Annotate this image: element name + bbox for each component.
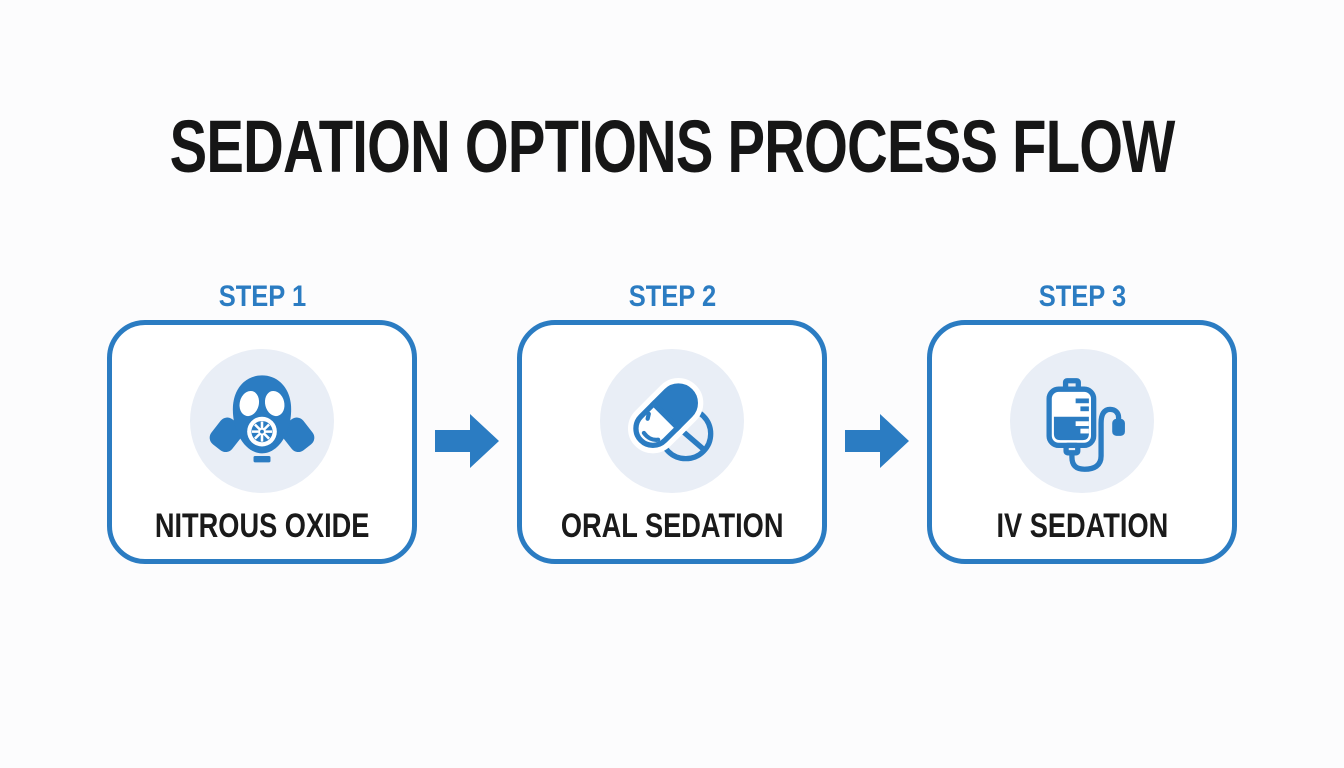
step-panel-iv-sedation: STEP 3: [927, 282, 1237, 564]
icon-circle: [600, 349, 744, 493]
arrow-cell: [827, 414, 927, 468]
step-label: STEP 3: [1038, 280, 1126, 313]
step-panel-nitrous-oxide: STEP 1: [107, 282, 417, 564]
icon-circle: [190, 349, 334, 493]
arrow-cell: [417, 414, 517, 468]
arrow-right-icon: [435, 414, 499, 468]
step-label: STEP 1: [218, 280, 306, 313]
step-box: ORAL SEDATION: [517, 320, 827, 564]
pill-capsule-icon: [628, 378, 714, 462]
step-label: STEP 2: [628, 280, 716, 313]
step-box: IV SEDATION: [927, 320, 1237, 564]
page-title: SEDATION OPTIONS PROCESS FLOW: [169, 105, 1176, 188]
step-title: IV SEDATION: [996, 507, 1168, 545]
iv-drip-bag-icon: [1046, 378, 1125, 472]
step-title: ORAL SEDATION: [560, 507, 784, 545]
flow-row: STEP 1: [0, 282, 1344, 564]
step-title: NITROUS OXIDE: [154, 507, 370, 545]
icon-circle: [1010, 349, 1154, 493]
title-row: SEDATION OPTIONS PROCESS FLOW: [0, 0, 1344, 184]
arrow-right-icon: [845, 414, 909, 468]
step-box: NITROUS OXIDE: [107, 320, 417, 564]
step-panel-oral-sedation: STEP 2: [517, 282, 827, 564]
gas-mask-icon: [209, 375, 315, 463]
